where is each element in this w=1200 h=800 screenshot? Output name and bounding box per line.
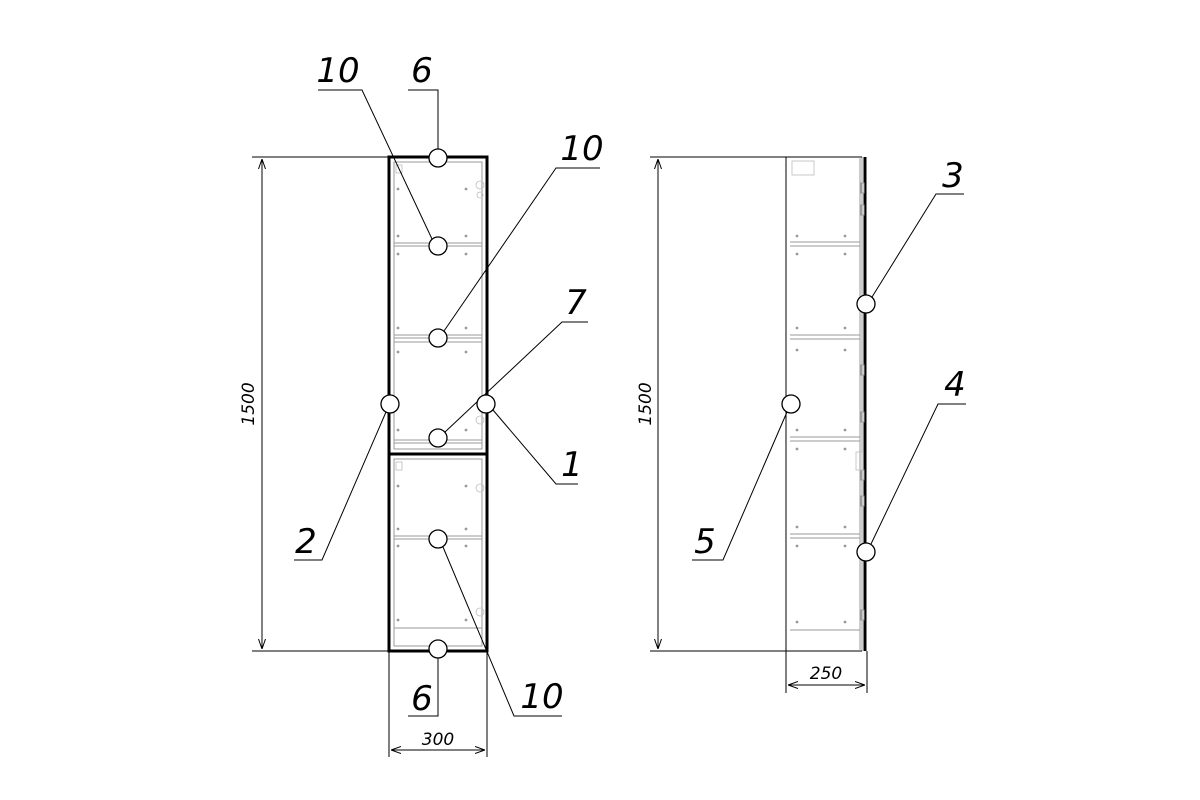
callout-label-10-mid: 10 <box>560 129 603 169</box>
callout-6-bottom: 6 <box>408 639 448 719</box>
callout-7: 7 <box>428 283 588 448</box>
front-cabinet-outline <box>387 155 489 653</box>
callout-label-10-bottom: 10 <box>520 677 563 717</box>
callout-6-top: 6 <box>408 51 448 168</box>
front-height-dimension: 1500 <box>239 156 389 652</box>
callout-label-6-bottom: 6 <box>411 679 433 719</box>
callout-4: 4 <box>856 365 966 562</box>
side-inner-details <box>790 160 865 631</box>
callout-label-10-top: 10 <box>316 51 359 91</box>
front-inner-details <box>393 161 485 647</box>
callout-label-6-top: 6 <box>411 51 433 91</box>
side-height-dimension: 1500 <box>636 156 786 652</box>
side-view: 1500 250 3 4 5 <box>636 156 966 693</box>
callout-3: 3 <box>856 156 964 314</box>
callout-10-mid: 10 <box>428 129 604 348</box>
front-width-dimension: 300 <box>388 651 488 757</box>
side-depth-dimension: 250 <box>785 651 868 693</box>
front-view: 1500 300 10 6 10 7 <box>239 51 604 757</box>
side-depth-label: 250 <box>810 664 842 684</box>
front-height-label: 1500 <box>239 382 259 425</box>
front-width-label: 300 <box>422 730 454 750</box>
callout-label-5: 5 <box>694 522 716 562</box>
callout-5: 5 <box>692 394 801 562</box>
side-height-label: 1500 <box>636 382 656 425</box>
callout-10-top: 10 <box>316 51 448 256</box>
callout-10-bottom: 10 <box>428 529 564 717</box>
callout-label-1: 1 <box>561 445 583 485</box>
callout-label-4: 4 <box>944 365 966 405</box>
callout-label-7: 7 <box>565 283 587 323</box>
callout-2: 2 <box>294 394 400 562</box>
callout-1: 1 <box>476 394 583 485</box>
callout-label-2: 2 <box>295 522 317 562</box>
callout-label-3: 3 <box>942 156 964 196</box>
